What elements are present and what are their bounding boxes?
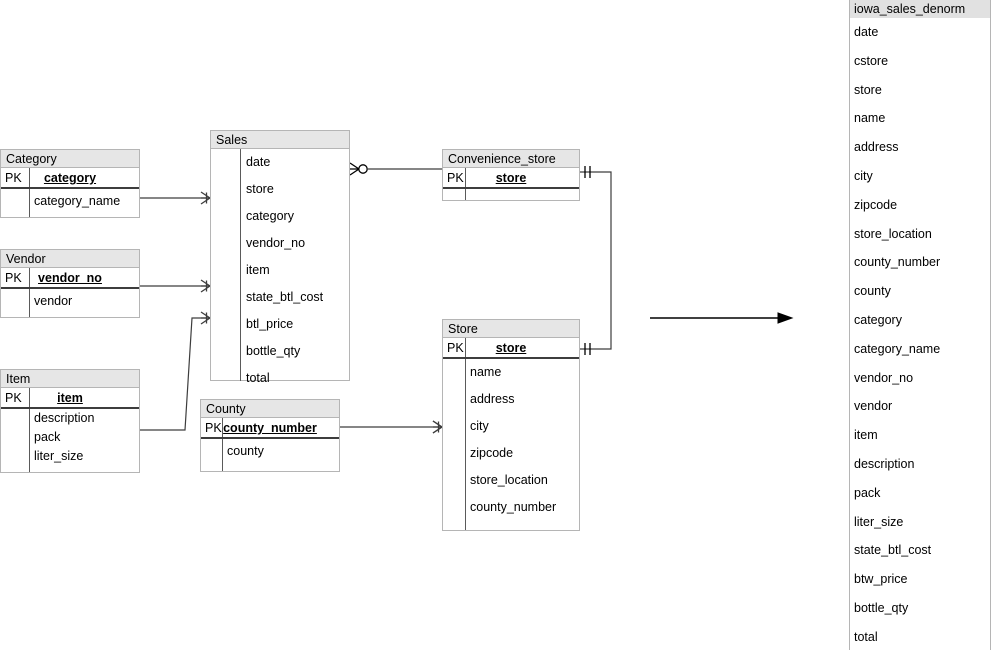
sidebar-column-item: total: [854, 629, 878, 644]
pk-tag: PK: [5, 271, 22, 285]
entity-attributes: date store category vendor_no item state…: [211, 149, 349, 385]
sidebar-column-item: address: [854, 140, 899, 155]
entity-pk-row: PK county_number: [201, 418, 339, 439]
entity-convenience-store[interactable]: Convenience_store PK store: [442, 149, 580, 201]
attribute-row: vendor: [34, 294, 73, 308]
sidebar-column-item: btw_price: [854, 572, 908, 587]
denormalized-table-panel[interactable]: iowa_sales_denorm date cstore store name…: [849, 0, 991, 650]
entity-title: County: [201, 400, 339, 418]
pk-tag: PK: [447, 171, 464, 185]
sidebar-column-item: city: [854, 168, 873, 183]
entity-store[interactable]: Store PK store name address city zipcode…: [442, 319, 580, 531]
attribute-row: county_number: [470, 500, 557, 514]
attribute-row: item: [246, 263, 270, 277]
line-convenience-store-store: [580, 171, 612, 350]
sidebar-column-item: vendor: [854, 399, 893, 414]
sidebar-column-item: store_location: [854, 226, 932, 241]
entity-title: Category: [1, 150, 139, 168]
entity-pk-row: PK item: [1, 388, 139, 409]
attribute-row: city: [470, 419, 489, 433]
pk-tag: PK: [5, 391, 22, 405]
sidebar-column-item: pack: [854, 485, 881, 500]
sidebar-column-item: item: [854, 428, 878, 443]
sidebar-column-item: bottle_qty: [854, 600, 909, 615]
entity-category[interactable]: Category PK category category_name: [0, 149, 140, 218]
entity-attributes: category_name: [1, 189, 139, 217]
sidebar-column-item: zipcode: [854, 197, 898, 212]
sidebar-column-item: county_number: [854, 255, 941, 270]
attribute-row: name: [470, 365, 502, 379]
attribute-row: bottle_qty: [246, 344, 301, 358]
pk-field: item: [57, 391, 83, 405]
pk-field: store: [495, 171, 527, 185]
sidebar-column-item: store: [854, 82, 882, 97]
attribute-row: category: [246, 209, 294, 223]
attribute-row: category_name: [34, 194, 121, 208]
entity-title: Vendor: [1, 250, 139, 268]
entity-attributes: description pack liter_size: [1, 409, 139, 472]
sidebar-column-item: category: [854, 312, 902, 327]
entity-sales[interactable]: Sales date store category vendor_no item…: [210, 130, 350, 385]
pk-field: county_number: [223, 421, 317, 435]
entity-pk-row: PK store: [443, 168, 579, 189]
attribute-row: state_btl_cost: [246, 290, 324, 304]
entity-pk-row: PK store: [443, 338, 579, 359]
attribute-row: zipcode: [470, 446, 514, 460]
denormalized-table-title: iowa_sales_denorm: [850, 0, 990, 18]
attribute-row: store_location: [470, 473, 548, 487]
entity-attributes: county: [201, 439, 339, 471]
sidebar-column-item: cstore: [854, 53, 889, 68]
attribute-row: liter_size: [34, 449, 84, 463]
entity-title: Sales: [211, 131, 349, 149]
sidebar-column-item: date: [854, 25, 879, 39]
pk-tag: PK: [447, 341, 464, 355]
attribute-row: county: [227, 444, 264, 458]
attribute-row: vendor_no: [246, 236, 306, 250]
entity-attributes: name address city zipcode store_location…: [443, 359, 579, 530]
attribute-row: address: [470, 392, 515, 406]
entity-vendor[interactable]: Vendor PK vendor_no vendor: [0, 249, 140, 318]
entity-item[interactable]: Item PK item description pack liter_size: [0, 369, 140, 473]
entity-title: Convenience_store: [443, 150, 579, 168]
attribute-row: description: [34, 411, 95, 425]
sidebar-column-item: name: [854, 111, 886, 126]
pk-field: store: [495, 341, 527, 355]
pk-field: category: [43, 171, 97, 185]
sidebar-column-item: description: [854, 456, 915, 471]
entity-attributes: vendor: [1, 289, 139, 317]
pk-field: vendor_no: [38, 271, 102, 285]
attribute-row: date: [246, 155, 271, 169]
sidebar-column-item: state_btl_cost: [854, 543, 932, 558]
attribute-row: total: [246, 371, 270, 385]
entity-pk-row: PK vendor_no: [1, 268, 139, 289]
attribute-row: btl_price: [246, 317, 294, 331]
entity-pk-row: PK category: [1, 168, 139, 189]
transform-arrow-head: [777, 312, 794, 324]
sidebar-column-item: county: [854, 284, 891, 299]
sidebar-column-item: vendor_no: [854, 370, 914, 385]
attribute-row: pack: [34, 430, 61, 444]
sidebar-column-item: category_name: [854, 341, 941, 356]
pk-tag: PK: [5, 171, 22, 185]
sidebar-column-item: liter_size: [854, 514, 904, 529]
entity-title: Item: [1, 370, 139, 388]
entity-attributes: [443, 189, 579, 200]
entity-county[interactable]: County PK county_number county: [200, 399, 340, 472]
attribute-row: store: [246, 182, 274, 196]
entity-title: Store: [443, 320, 579, 338]
